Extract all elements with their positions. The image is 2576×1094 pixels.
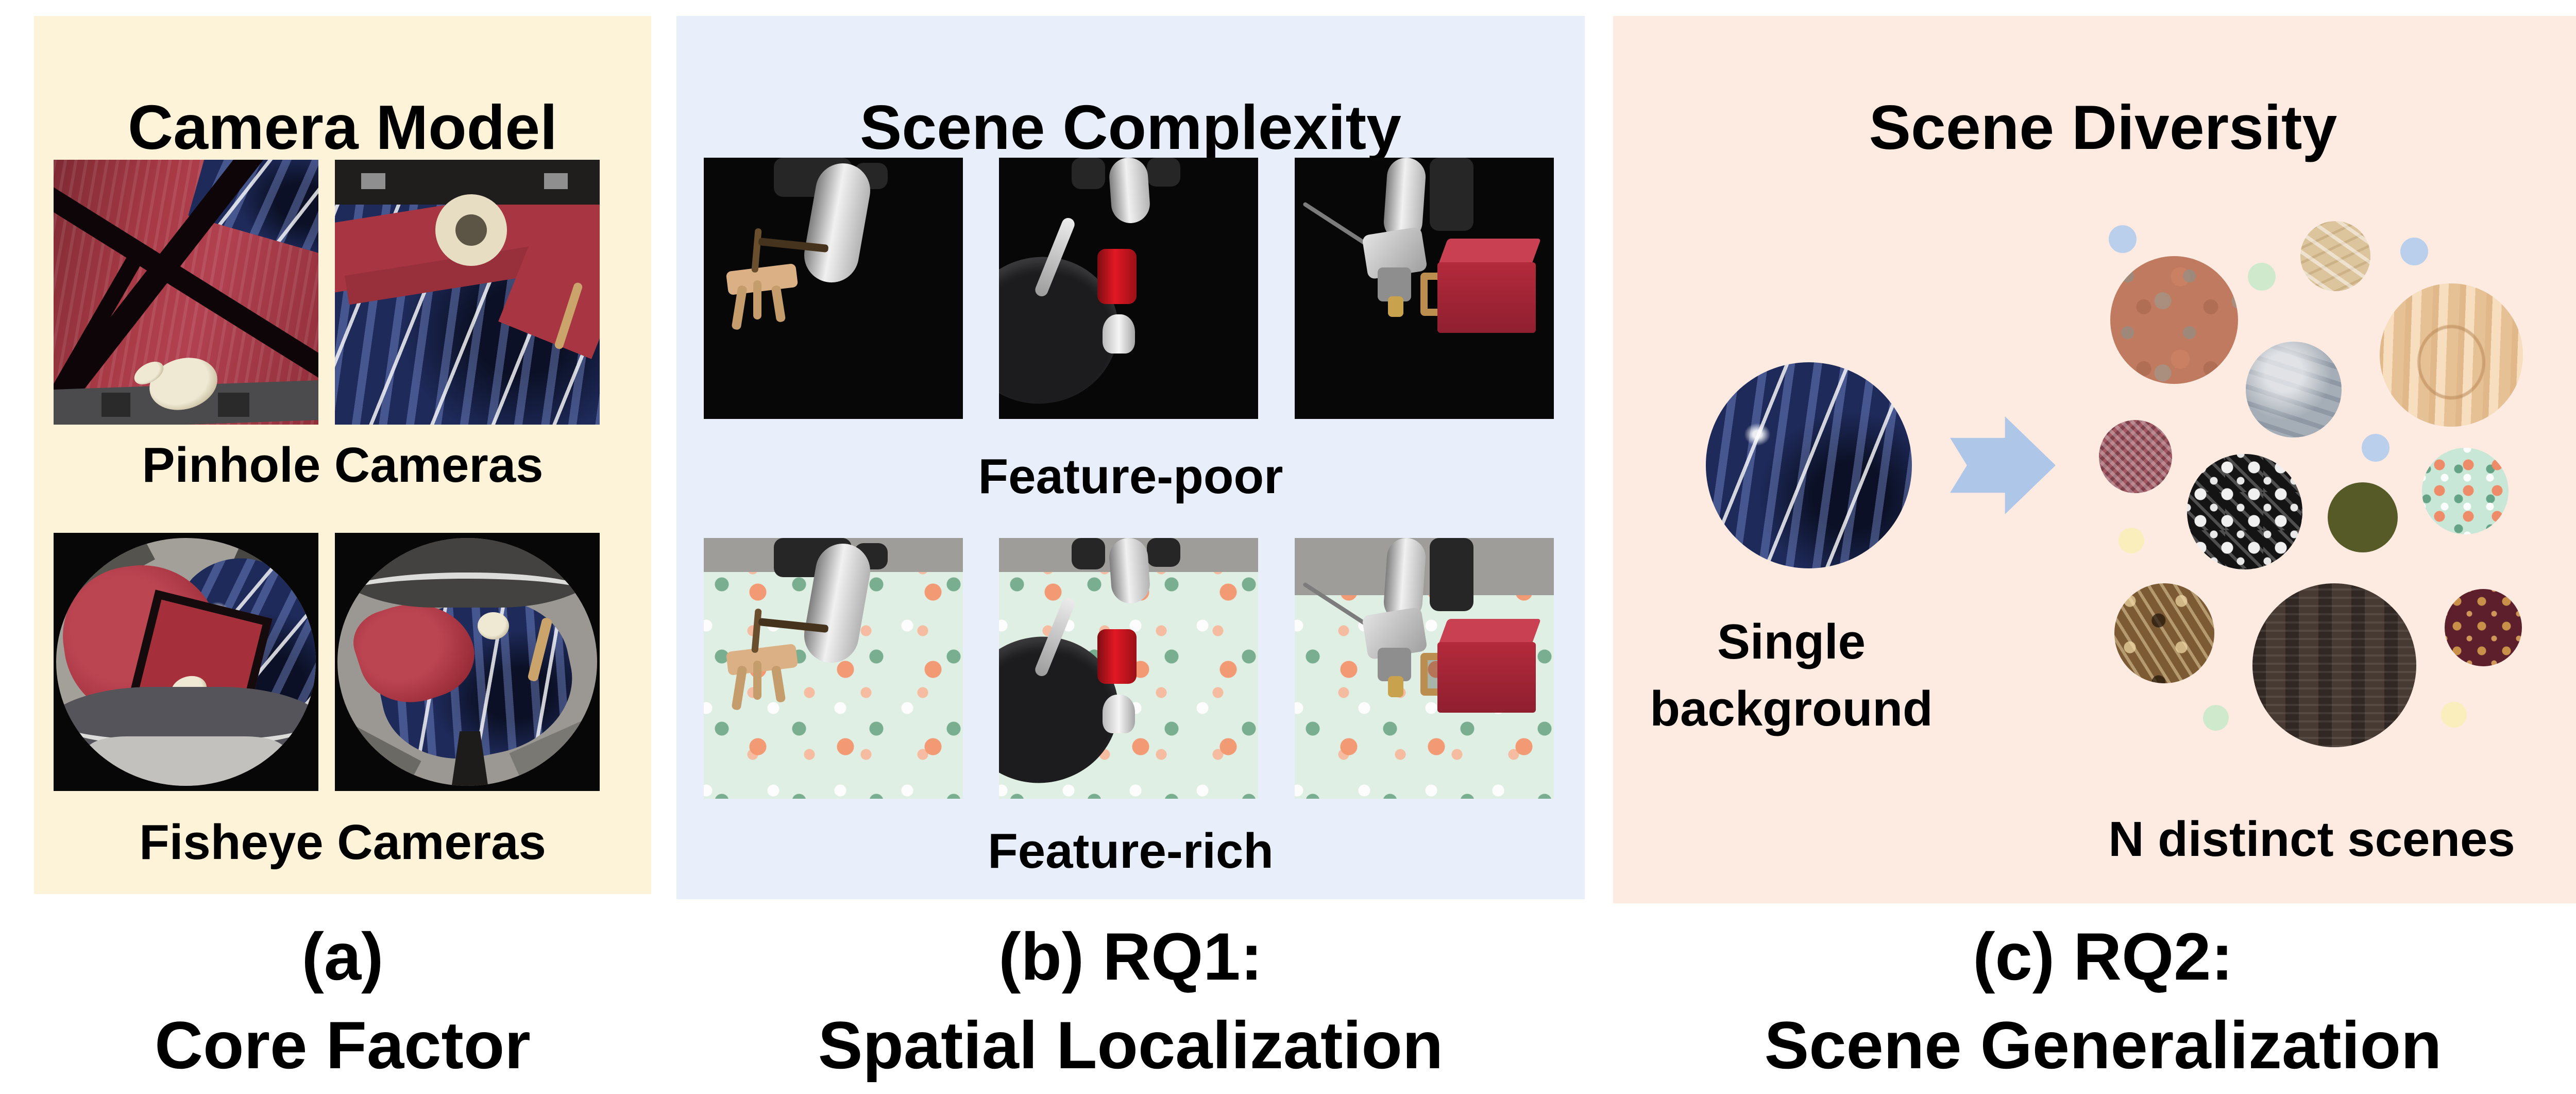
pinhole-camera-image-1 <box>54 160 318 425</box>
wooden-stool <box>725 263 799 295</box>
panel-b-title: Scene Complexity <box>860 92 1401 163</box>
wooden-stool <box>725 643 799 676</box>
white-cup <box>1103 694 1136 734</box>
stool-post <box>751 608 762 653</box>
caption-b-line2: Spatial Localization <box>818 1007 1444 1083</box>
caption-a-line1: (a) <box>301 919 384 994</box>
stool-leg <box>771 285 786 323</box>
feature-rich-image-3 <box>1295 538 1554 799</box>
red-block <box>1437 642 1536 713</box>
light-floor-wedge <box>87 736 285 786</box>
right-arrow-icon <box>1950 416 2056 514</box>
pinhole-camera-image-2 <box>335 160 600 425</box>
scene-circle-maroon-motif <box>2445 589 2522 666</box>
feature-poor-image-3 <box>1295 158 1554 419</box>
red-cylinder <box>1097 629 1137 684</box>
feature-rich-label: Feature-rich <box>988 823 1274 879</box>
scene-circle-light-wood <box>2380 283 2523 427</box>
rim-highlight-arc <box>337 573 597 619</box>
caption-a: (a) Core Factor <box>34 912 651 1089</box>
bar-block <box>544 173 568 189</box>
scene-dot-yellow <box>2441 702 2467 728</box>
white-mug <box>478 612 509 640</box>
panel-c-title: Scene Diversity <box>1869 92 2337 163</box>
fisheye-view <box>337 538 597 786</box>
scene-circle-dark-wood <box>2252 583 2416 747</box>
caption-c-line1: (c) RQ2: <box>1973 919 2233 994</box>
caption-c-line2: Scene Generalization <box>1764 1007 2442 1083</box>
robot-mount <box>1146 158 1181 187</box>
panel-scene-complexity: Scene Complexity <box>676 16 1585 899</box>
floor-block <box>101 393 131 417</box>
scene-circle-bw-pattern <box>2187 454 2302 569</box>
robot-arm <box>1108 538 1152 604</box>
caption-b: (b) RQ1: Spatial Localization <box>676 912 1585 1089</box>
feature-poor-image-2 <box>999 158 1258 419</box>
caption-c: (c) RQ2: Scene Generalization <box>1613 912 2576 1089</box>
stool-leg <box>753 660 761 700</box>
pinhole-label: Pinhole Cameras <box>142 437 544 493</box>
robot-mount <box>1146 538 1181 567</box>
stool-leg <box>771 665 786 703</box>
robot-arm <box>1108 158 1152 225</box>
mug-opening <box>453 211 490 248</box>
scene-dot-blue <box>2400 238 2428 265</box>
red-cylinder <box>1097 249 1137 304</box>
feature-poor-label: Feature-poor <box>978 449 1283 504</box>
scene-circle-floral <box>2422 448 2509 534</box>
scene-dot-green <box>2248 263 2276 291</box>
panel-camera-model: Camera Model Pinhole <box>34 16 651 894</box>
feature-rich-image-1 <box>704 538 963 799</box>
robot-mount <box>1429 158 1474 231</box>
n-distinct-scenes-label: N distinct scenes <box>2108 812 2515 867</box>
scene-dot-green <box>2203 705 2229 731</box>
robot-mount <box>1071 538 1106 569</box>
scene-circle-olive <box>2328 482 2398 552</box>
stool-post <box>751 228 762 273</box>
panel-scene-diversity: Scene Diversity Single background N dist… <box>1613 16 2576 903</box>
dark-rim-band <box>337 538 597 608</box>
white-cup <box>1103 314 1136 354</box>
scene-dot-yellow <box>2119 528 2144 553</box>
scene-circle-maroon-knit <box>2099 420 2172 493</box>
single-background-circle <box>1706 362 1912 568</box>
scene-circle-terracotta <box>2110 256 2238 384</box>
single-background-label: Single background <box>1650 614 1933 736</box>
scene-dot-blue <box>2109 225 2137 253</box>
scene-circle-gray-marble <box>2246 342 2342 437</box>
scene-circle-brown-marble <box>2114 583 2214 683</box>
scene-dot-blue <box>2362 434 2389 462</box>
fisheye-label: Fisheye Cameras <box>139 815 546 870</box>
fisheye-camera-image-2 <box>335 533 600 791</box>
caption-b-line1: (b) RQ1: <box>998 919 1263 994</box>
gold-fitting <box>1388 296 1404 317</box>
gold-fitting <box>1388 676 1404 697</box>
panel-a-title: Camera Model <box>128 92 557 163</box>
gripper-jaw <box>1377 267 1412 301</box>
floor-block <box>217 393 250 417</box>
feature-rich-image-2 <box>999 538 1258 799</box>
feature-poor-image-1 <box>704 158 963 419</box>
fisheye-camera-image-1 <box>54 533 318 791</box>
gripper-jaw <box>1377 647 1412 682</box>
fisheye-view <box>56 538 316 786</box>
bar-block <box>361 173 385 189</box>
red-block <box>1437 262 1536 333</box>
stool-leg <box>753 280 761 320</box>
robot-mount <box>1429 538 1474 611</box>
robot-mount <box>1071 158 1106 189</box>
scene-circle-tan <box>2300 221 2370 291</box>
caption-a-line2: Core Factor <box>155 1007 531 1083</box>
